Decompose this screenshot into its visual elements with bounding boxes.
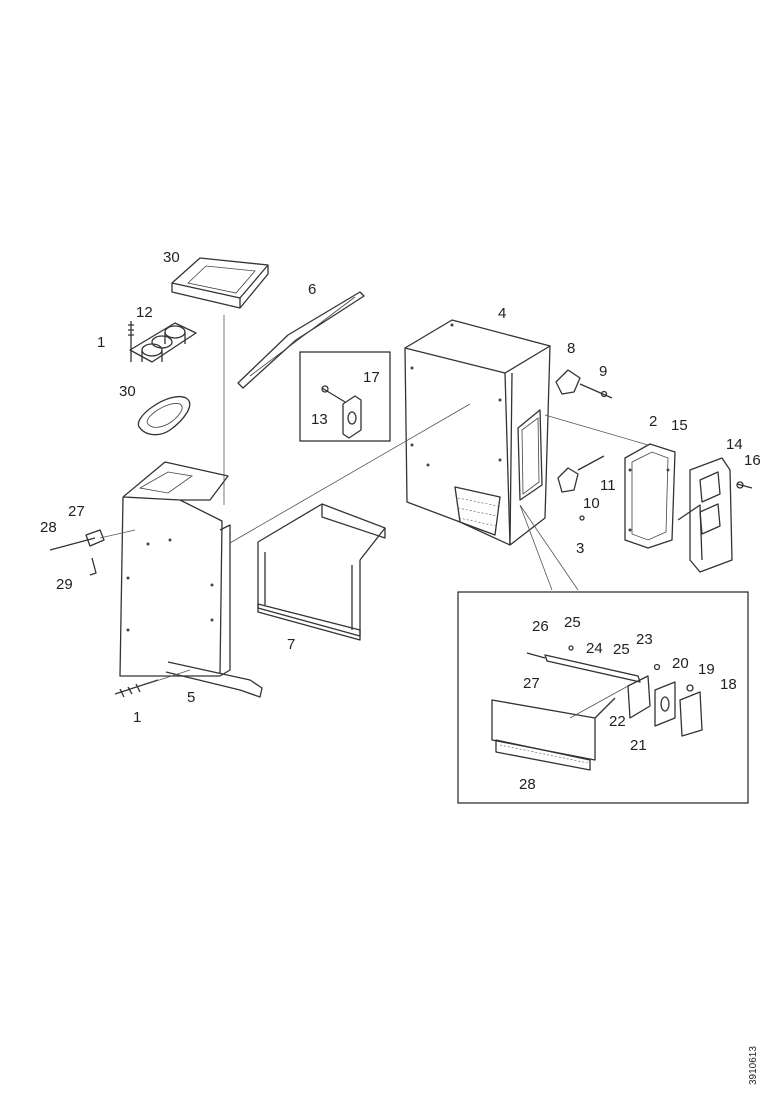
callout-1-lower: 1	[133, 709, 141, 726]
part-6-strip	[237, 291, 365, 389]
part-30-oval-gasket	[137, 395, 191, 436]
callout-27-left: 27	[68, 503, 85, 520]
part-15-cover-panel	[624, 443, 676, 549]
callout-7: 7	[287, 636, 295, 653]
callout-30-lower: 30	[119, 383, 136, 400]
drawing-number: 3910613	[748, 1046, 759, 1085]
callout-9: 9	[599, 363, 607, 380]
callout-6: 6	[308, 281, 316, 298]
callout-4: 4	[498, 305, 506, 322]
part-8-9-bracket	[555, 369, 613, 399]
callout-8: 8	[567, 340, 575, 357]
detail-box-13-17	[299, 351, 391, 442]
callout-15: 15	[671, 417, 688, 434]
callout-27-detail: 27	[523, 675, 540, 692]
callout-18: 18	[720, 676, 737, 693]
part-30-frame	[171, 257, 269, 309]
callout-30-top: 30	[163, 249, 180, 266]
callout-20: 20	[672, 655, 689, 672]
part-10-11-clip	[557, 455, 605, 521]
leader-lines	[99, 315, 649, 719]
callout-24: 24	[586, 640, 603, 657]
detail-box-18-29	[457, 591, 749, 804]
callout-labels: 30 12 1 30 6 17 13 27 28 29 7 5 1 4 8 9 …	[40, 249, 761, 793]
callout-5: 5	[187, 689, 195, 706]
callout-16: 16	[744, 452, 761, 469]
part-1-bolt-upper	[128, 321, 134, 362]
callout-10: 10	[583, 495, 600, 512]
callout-21: 21	[630, 737, 647, 754]
callout-19: 19	[698, 661, 715, 678]
callout-13: 13	[311, 411, 328, 428]
part-14-bracket	[677, 457, 753, 573]
callout-25-upper: 25	[564, 614, 581, 631]
part-27-28-29-hinge	[49, 529, 105, 576]
callout-1-upper: 1	[97, 334, 105, 351]
callout-17: 17	[363, 369, 380, 386]
part-4-cabinet	[404, 319, 551, 546]
callout-26: 26	[532, 618, 549, 635]
part-5-side-panel	[119, 461, 263, 698]
callout-3: 3	[576, 540, 584, 557]
part-7-frame	[257, 503, 386, 641]
callout-29: 29	[56, 576, 73, 593]
callout-11: 11	[600, 477, 616, 494]
callout-12: 12	[136, 304, 153, 321]
part-12-cylinder-plate	[129, 322, 197, 363]
callout-28-detail: 28	[519, 776, 536, 793]
callout-22: 22	[609, 713, 626, 730]
callout-25-lower: 25	[613, 641, 630, 658]
callout-2: 2	[649, 413, 657, 430]
callout-14: 14	[726, 436, 743, 453]
callout-28-left: 28	[40, 519, 57, 536]
callout-23: 23	[636, 631, 653, 648]
